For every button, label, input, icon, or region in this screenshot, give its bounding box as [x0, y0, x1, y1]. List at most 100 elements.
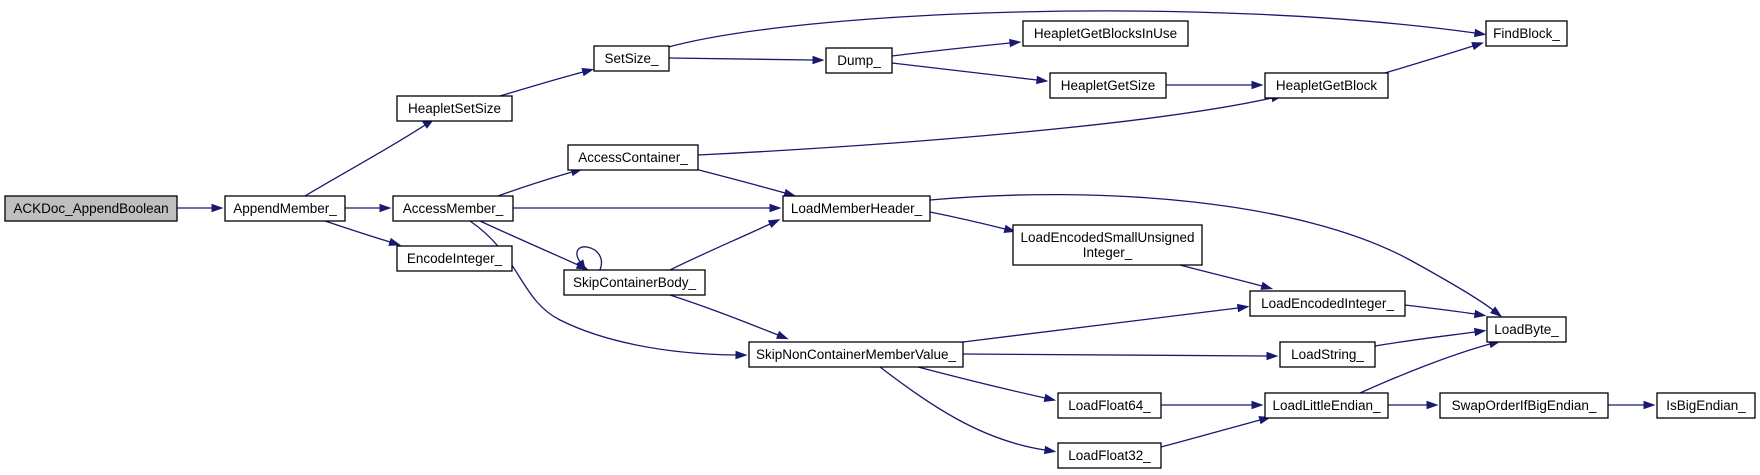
node-label: HeapletSetSize: [408, 101, 501, 116]
edge-loadmemberheader-to-loadencodedsmallunsignedinteger: [929, 211, 1017, 233]
node-heapletgetblocksinuse[interactable]: HeapletGetBlocksInUse: [1022, 20, 1189, 47]
edge-skipcontainerbody-to-loadmemberheader: [669, 219, 781, 271]
node-label: HeapletGetBlock: [1276, 78, 1378, 93]
edge-line: [1374, 331, 1476, 347]
node-box: [1057, 392, 1162, 419]
node-box: [224, 195, 346, 222]
arrowhead: [379, 203, 392, 213]
node-box: [396, 95, 513, 122]
node-heapletgetsize[interactable]: HeapletGetSize: [1049, 72, 1167, 99]
edge-loadstring-to-loadbyte: [1374, 327, 1487, 347]
node-box: [4, 195, 178, 222]
arrowhead: [1260, 281, 1274, 290]
node-setsize[interactable]: SetSize_: [593, 45, 670, 72]
node-loadmemberheader[interactable]: LoadMemberHeader_: [782, 195, 931, 222]
edge-line: [929, 211, 1006, 230]
node-loadencodedinteger[interactable]: LoadEncodedInteger_: [1249, 290, 1406, 317]
node-heapletgetblock[interactable]: HeapletGetBlock: [1264, 72, 1389, 99]
node-loadstring[interactable]: LoadString_: [1279, 341, 1376, 368]
node-appendmember[interactable]: AppendMember_: [224, 195, 346, 222]
node-isbigendian[interactable]: IsBigEndian_: [1656, 392, 1756, 419]
edge-line: [1384, 45, 1474, 74]
node-box: [1049, 72, 1167, 99]
node-box: [1486, 316, 1567, 343]
edge-line: [891, 42, 1011, 57]
edge-line: [1179, 264, 1263, 287]
edge-ackdoc-appendboolean-to-appendmember: [177, 203, 224, 213]
node-label: AccessMember_: [403, 201, 504, 216]
arrowhead: [1251, 400, 1264, 410]
edge-loadencodedsmallunsignedinteger-to-loadencodedinteger: [1179, 264, 1274, 290]
edge-dump-to-heapletgetblocksinuse: [891, 38, 1022, 57]
node-label: AppendMember_: [233, 201, 337, 216]
node-box: [1249, 290, 1406, 317]
node-box: [1439, 392, 1609, 419]
edge-loadmemberheader-to-loadbyte: [929, 193, 1503, 318]
arrowhead: [1236, 303, 1250, 313]
node-loadlittleendian[interactable]: LoadLittleEndian_: [1264, 392, 1389, 419]
node-loadfloat64[interactable]: LoadFloat64_: [1057, 392, 1162, 419]
node-box: [1279, 341, 1376, 368]
node-label: LoadString_: [1291, 347, 1364, 362]
arrowhead: [388, 237, 402, 246]
edge-swaporderifbigendian-to-isbigendian: [1608, 400, 1656, 410]
arrowhead: [1490, 306, 1503, 318]
edge-line: [917, 366, 1046, 399]
node-skipnoncontainermembervalue[interactable]: SkipNonContainerMemberValue_: [748, 341, 964, 368]
arrowhead: [769, 203, 782, 213]
node-heapletsetsize[interactable]: HeapletSetSize: [396, 95, 513, 122]
node-label: AccessContainer_: [578, 150, 688, 165]
node-label: LoadFloat64_: [1068, 398, 1151, 413]
edge-loadfloat32-to-loadlittleendian: [1160, 416, 1272, 448]
arrowhead: [581, 68, 595, 77]
arrowhead: [1471, 42, 1484, 51]
node-box: [748, 341, 964, 368]
edge-line: [929, 193, 1494, 311]
edge-heapletgetblock-to-findblock: [1384, 42, 1484, 74]
node-accesscontainer[interactable]: AccessContainer_: [567, 144, 699, 171]
node-box: [567, 144, 699, 171]
edge-heapletgetsize-to-heapletgetblock: [1166, 80, 1264, 90]
edge-loadencodedinteger-to-loadbyte: [1404, 304, 1487, 319]
node-label: Dump_: [837, 53, 881, 68]
edge-line: [304, 124, 426, 197]
edge-line: [669, 294, 779, 336]
node-loadbyte[interactable]: LoadByte_: [1486, 316, 1567, 343]
node-label: LoadEncodedInteger_: [1261, 296, 1394, 311]
node-label: LoadLittleEndian_: [1272, 398, 1381, 413]
node-box: [1485, 20, 1568, 47]
arrowhead: [735, 350, 748, 360]
node-box: [563, 269, 706, 296]
node-ackdoc-appendboolean: ACKDoc_AppendBoolean: [4, 195, 178, 222]
edge-line: [497, 171, 573, 197]
node-findblock[interactable]: FindBlock_: [1485, 20, 1568, 47]
arrowhead: [812, 55, 825, 65]
node-accessmember[interactable]: AccessMember_: [392, 195, 514, 222]
edge-setsize-to-findblock: [664, 10, 1487, 49]
arrowhead: [1473, 327, 1487, 337]
edge-appendmember-to-accessmember: [345, 203, 392, 213]
node-label: EncodeInteger_: [407, 251, 503, 266]
edge-appendmember-to-encodeinteger: [324, 220, 402, 246]
node-skipcontainerbody[interactable]: SkipContainerBody_: [563, 269, 706, 296]
edge-line: [324, 220, 391, 243]
edges-layer: [177, 10, 1656, 455]
node-label: LoadFloat32_: [1068, 448, 1151, 463]
node-label: SkipNonContainerMemberValue_: [756, 347, 957, 362]
node-encodeinteger[interactable]: EncodeInteger_: [396, 245, 513, 272]
node-label: IsBigEndian_: [1666, 398, 1746, 413]
edge-line: [962, 353, 1268, 357]
node-dump[interactable]: Dump_: [825, 47, 893, 74]
arrowhead: [1036, 75, 1049, 85]
node-label: FindBlock_: [1493, 26, 1560, 41]
edge-loadlittleendian-to-swaporderifbigendian: [1388, 400, 1439, 410]
edge-setsize-to-dump: [668, 55, 825, 65]
edge-line: [576, 246, 603, 271]
node-swaporderifbigendian[interactable]: SwapOrderIfBigEndian_: [1439, 392, 1609, 419]
arrowhead: [576, 259, 587, 272]
arrowhead: [1003, 224, 1017, 233]
arrowhead: [1043, 393, 1057, 402]
edge-line: [499, 71, 584, 97]
node-loadfloat32[interactable]: LoadFloat32_: [1057, 442, 1162, 469]
